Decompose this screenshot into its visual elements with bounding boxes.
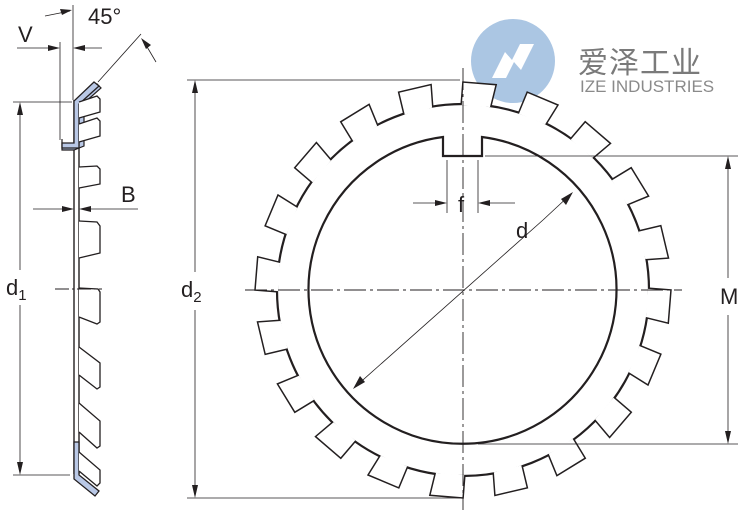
ring-tab <box>366 455 409 489</box>
dim-label-d2: d2 <box>181 277 202 306</box>
dim-label-f: f <box>458 192 465 217</box>
dim-label-v: V <box>18 22 33 47</box>
ring-tab <box>314 421 357 460</box>
logo-icon <box>471 19 555 103</box>
ring-tab <box>638 224 670 261</box>
side-view <box>13 5 157 497</box>
ring-tab <box>569 120 612 159</box>
ring-tab <box>397 83 434 115</box>
ring-tab <box>293 141 332 184</box>
ring-tab <box>264 193 298 236</box>
ring-tab <box>628 344 662 387</box>
dim-label-d1: d1 <box>6 275 27 304</box>
dim-label-d: d <box>516 218 529 243</box>
dim-label-b: B <box>121 182 136 207</box>
ring-tab <box>517 91 560 125</box>
ring-tab <box>256 319 288 356</box>
ring-tab <box>339 103 379 142</box>
ring-tab <box>460 81 498 108</box>
ring-tab <box>547 438 587 477</box>
front-view <box>187 68 738 510</box>
ring-tab <box>492 465 529 497</box>
dim-label-angle: 45° <box>88 4 122 29</box>
watermark-cn-text: 爱泽工业 <box>578 46 702 81</box>
ring-tab <box>276 374 315 414</box>
ring-tab <box>254 255 281 293</box>
dim-label-m: M <box>720 284 739 309</box>
watermark-en-text: IZE INDUSTRIES <box>580 77 715 96</box>
ring-tab <box>611 166 650 206</box>
ring-tab <box>645 287 672 325</box>
ring-tab <box>428 472 466 499</box>
ring-tab <box>594 396 633 439</box>
